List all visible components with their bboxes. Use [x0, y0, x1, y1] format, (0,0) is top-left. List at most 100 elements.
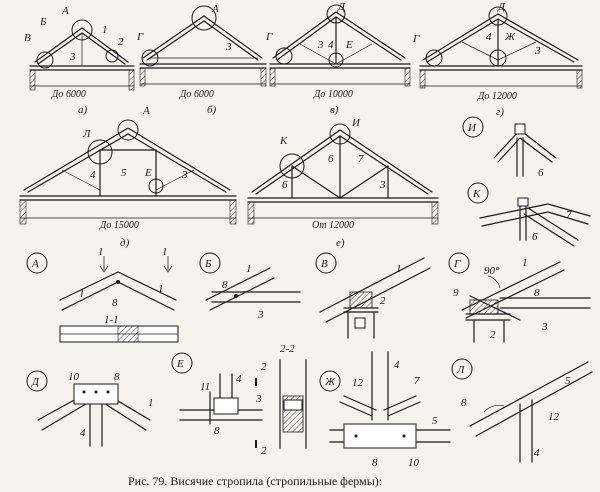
- truss-d-member-5: 5: [121, 167, 127, 179]
- detail-Zh: Ж 12 4 7 5 8 10: [319, 351, 451, 469]
- truss-d-node-A: А: [142, 105, 150, 117]
- detail-G-member-1: 1: [522, 257, 528, 269]
- truss-a-member-1: 1: [102, 24, 108, 36]
- detail-Zh-member-10: 10: [408, 457, 420, 469]
- detail-A-member-8: 8: [112, 297, 118, 309]
- detail-G-member-2: 2: [490, 329, 496, 341]
- truss-d: А Л Е 4 5 3 До 15000 д): [19, 105, 237, 249]
- detail-D-member-8: 8: [114, 371, 120, 383]
- detail-D-member-4: 4: [80, 427, 86, 439]
- truss-v-member-4: 4: [328, 39, 334, 51]
- truss-a-node-A: А: [61, 5, 69, 17]
- truss-a-node-B: Б: [39, 16, 47, 28]
- truss-g-member-4: 4: [486, 31, 492, 43]
- detail-E-member-8: 8: [214, 425, 220, 437]
- detail-D-member-1: 1: [148, 397, 154, 409]
- detail-Zh-title: Ж: [324, 376, 336, 388]
- detail-Zh-member-4: 4: [394, 359, 400, 371]
- detail-V-member-2: 2: [380, 295, 386, 307]
- truss-g: Д Г Ж 4 3 До 12000 г): [412, 1, 583, 118]
- truss-e-member-7: 7: [358, 153, 364, 165]
- truss-v: Д Г Е 3 4 До 10000 в): [265, 1, 411, 116]
- detail-Zh-member-12: 12: [352, 377, 364, 389]
- detail-A-cut-1a: 1: [98, 246, 104, 258]
- truss-e-label: е): [336, 237, 345, 249]
- truss-g-node-G: Г: [412, 33, 420, 45]
- detail-I-title: И: [467, 122, 477, 134]
- detail-B-title: Б: [204, 258, 212, 270]
- detail-E-cut-2b: 2: [261, 445, 267, 457]
- truss-b-node-G: Г: [136, 31, 144, 43]
- truss-a: А Б В 1 2 3 До 6000 а): [24, 5, 135, 116]
- detail-A-member-1a: 1: [79, 288, 85, 300]
- detail-B-member-1: 1: [246, 263, 252, 275]
- detail-L-member-8: 8: [461, 397, 467, 409]
- detail-I: И 6: [462, 116, 557, 179]
- detail-K: К 6 7: [467, 182, 591, 247]
- truss-v-node-E: Е: [345, 39, 353, 51]
- truss-v-node-G: Г: [265, 31, 273, 43]
- truss-e-member-3: 3: [379, 179, 386, 191]
- detail-B-member-8: 8: [222, 279, 228, 291]
- truss-a-span: До 6000: [51, 89, 86, 100]
- detail-D: Д 10 8 1 4: [26, 370, 154, 447]
- detail-A-section: 1-1: [104, 314, 119, 326]
- detail-D-title: Д: [31, 376, 40, 388]
- truss-g-node-D: Д: [497, 1, 506, 13]
- truss-v-node-D: Д: [337, 1, 346, 13]
- detail-K-member-7: 7: [566, 209, 572, 221]
- truss-e-node-I: И: [351, 117, 361, 129]
- detail-A-member-1b: 1: [158, 283, 164, 295]
- detail-L-title: Л: [456, 364, 465, 376]
- detail-E: Е 11 4 3 8 2 2: [171, 352, 267, 457]
- detail-D-member-10: 10: [68, 371, 80, 383]
- section-2-2-title: 2-2: [280, 343, 295, 355]
- detail-B-member-3: 3: [257, 309, 264, 321]
- detail-K-title: К: [472, 188, 481, 200]
- detail-G-member-8: 8: [534, 287, 540, 299]
- truss-g-span: До 12000: [477, 91, 517, 102]
- detail-E-member-3: 3: [255, 393, 262, 405]
- detail-G-member-3: 3: [541, 321, 548, 333]
- truss-v-member-3: 3: [317, 39, 324, 51]
- detail-G: Г 1 8 2 3 9 90°: [448, 252, 591, 343]
- truss-e-span: От 12000: [312, 220, 354, 231]
- truss-b-label: б): [207, 104, 217, 116]
- truss-b: А Г 3 До 6000 б): [136, 3, 267, 116]
- truss-d-span: До 15000: [99, 220, 139, 231]
- detail-A-cut-1b: 1: [162, 246, 168, 258]
- truss-v-label: в): [330, 104, 339, 116]
- truss-e-member-6b: 6: [282, 179, 288, 191]
- truss-g-node-Zh: Ж: [504, 31, 516, 43]
- truss-d-member-4: 4: [90, 169, 96, 181]
- detail-A-title: А: [31, 258, 39, 270]
- detail-L-member-4: 4: [534, 447, 540, 459]
- detail-V: В 1 2: [315, 252, 431, 339]
- detail-E-title: Е: [176, 358, 184, 370]
- truss-v-span: До 10000: [313, 89, 353, 100]
- detail-E-member-4: 4: [236, 373, 242, 385]
- truss-e-node-K: К: [279, 135, 288, 147]
- truss-b-span: До 6000: [179, 89, 214, 100]
- detail-E-member-11: 11: [200, 381, 210, 393]
- truss-a-label: а): [78, 104, 88, 116]
- truss-g-label: г): [496, 106, 504, 118]
- detail-B: Б 1 8 3: [199, 252, 301, 321]
- figure-caption: Рис. 79. Висячие стропила (стропильные ф…: [128, 474, 382, 488]
- detail-G-member-9: 9: [453, 287, 459, 299]
- detail-Zh-member-5: 5: [432, 415, 438, 427]
- truss-a-node-V: В: [24, 32, 31, 44]
- detail-G-angle: 90°: [484, 265, 500, 277]
- section-2-2: 2-2: [279, 343, 307, 449]
- truss-a-member-2: 2: [118, 36, 124, 48]
- truss-a-member-3: 3: [69, 51, 76, 63]
- truss-d-node-E: Е: [144, 167, 152, 179]
- detail-G-title: Г: [453, 258, 461, 270]
- detail-V-title: В: [321, 258, 328, 270]
- detail-A: А 1 1 8 1 1 1-1: [26, 246, 179, 343]
- detail-Zh-member-8: 8: [372, 457, 378, 469]
- truss-b-member-3: 3: [225, 41, 232, 53]
- detail-Zh-member-7: 7: [414, 375, 420, 387]
- detail-L: Л 5 8 12 4: [451, 358, 593, 463]
